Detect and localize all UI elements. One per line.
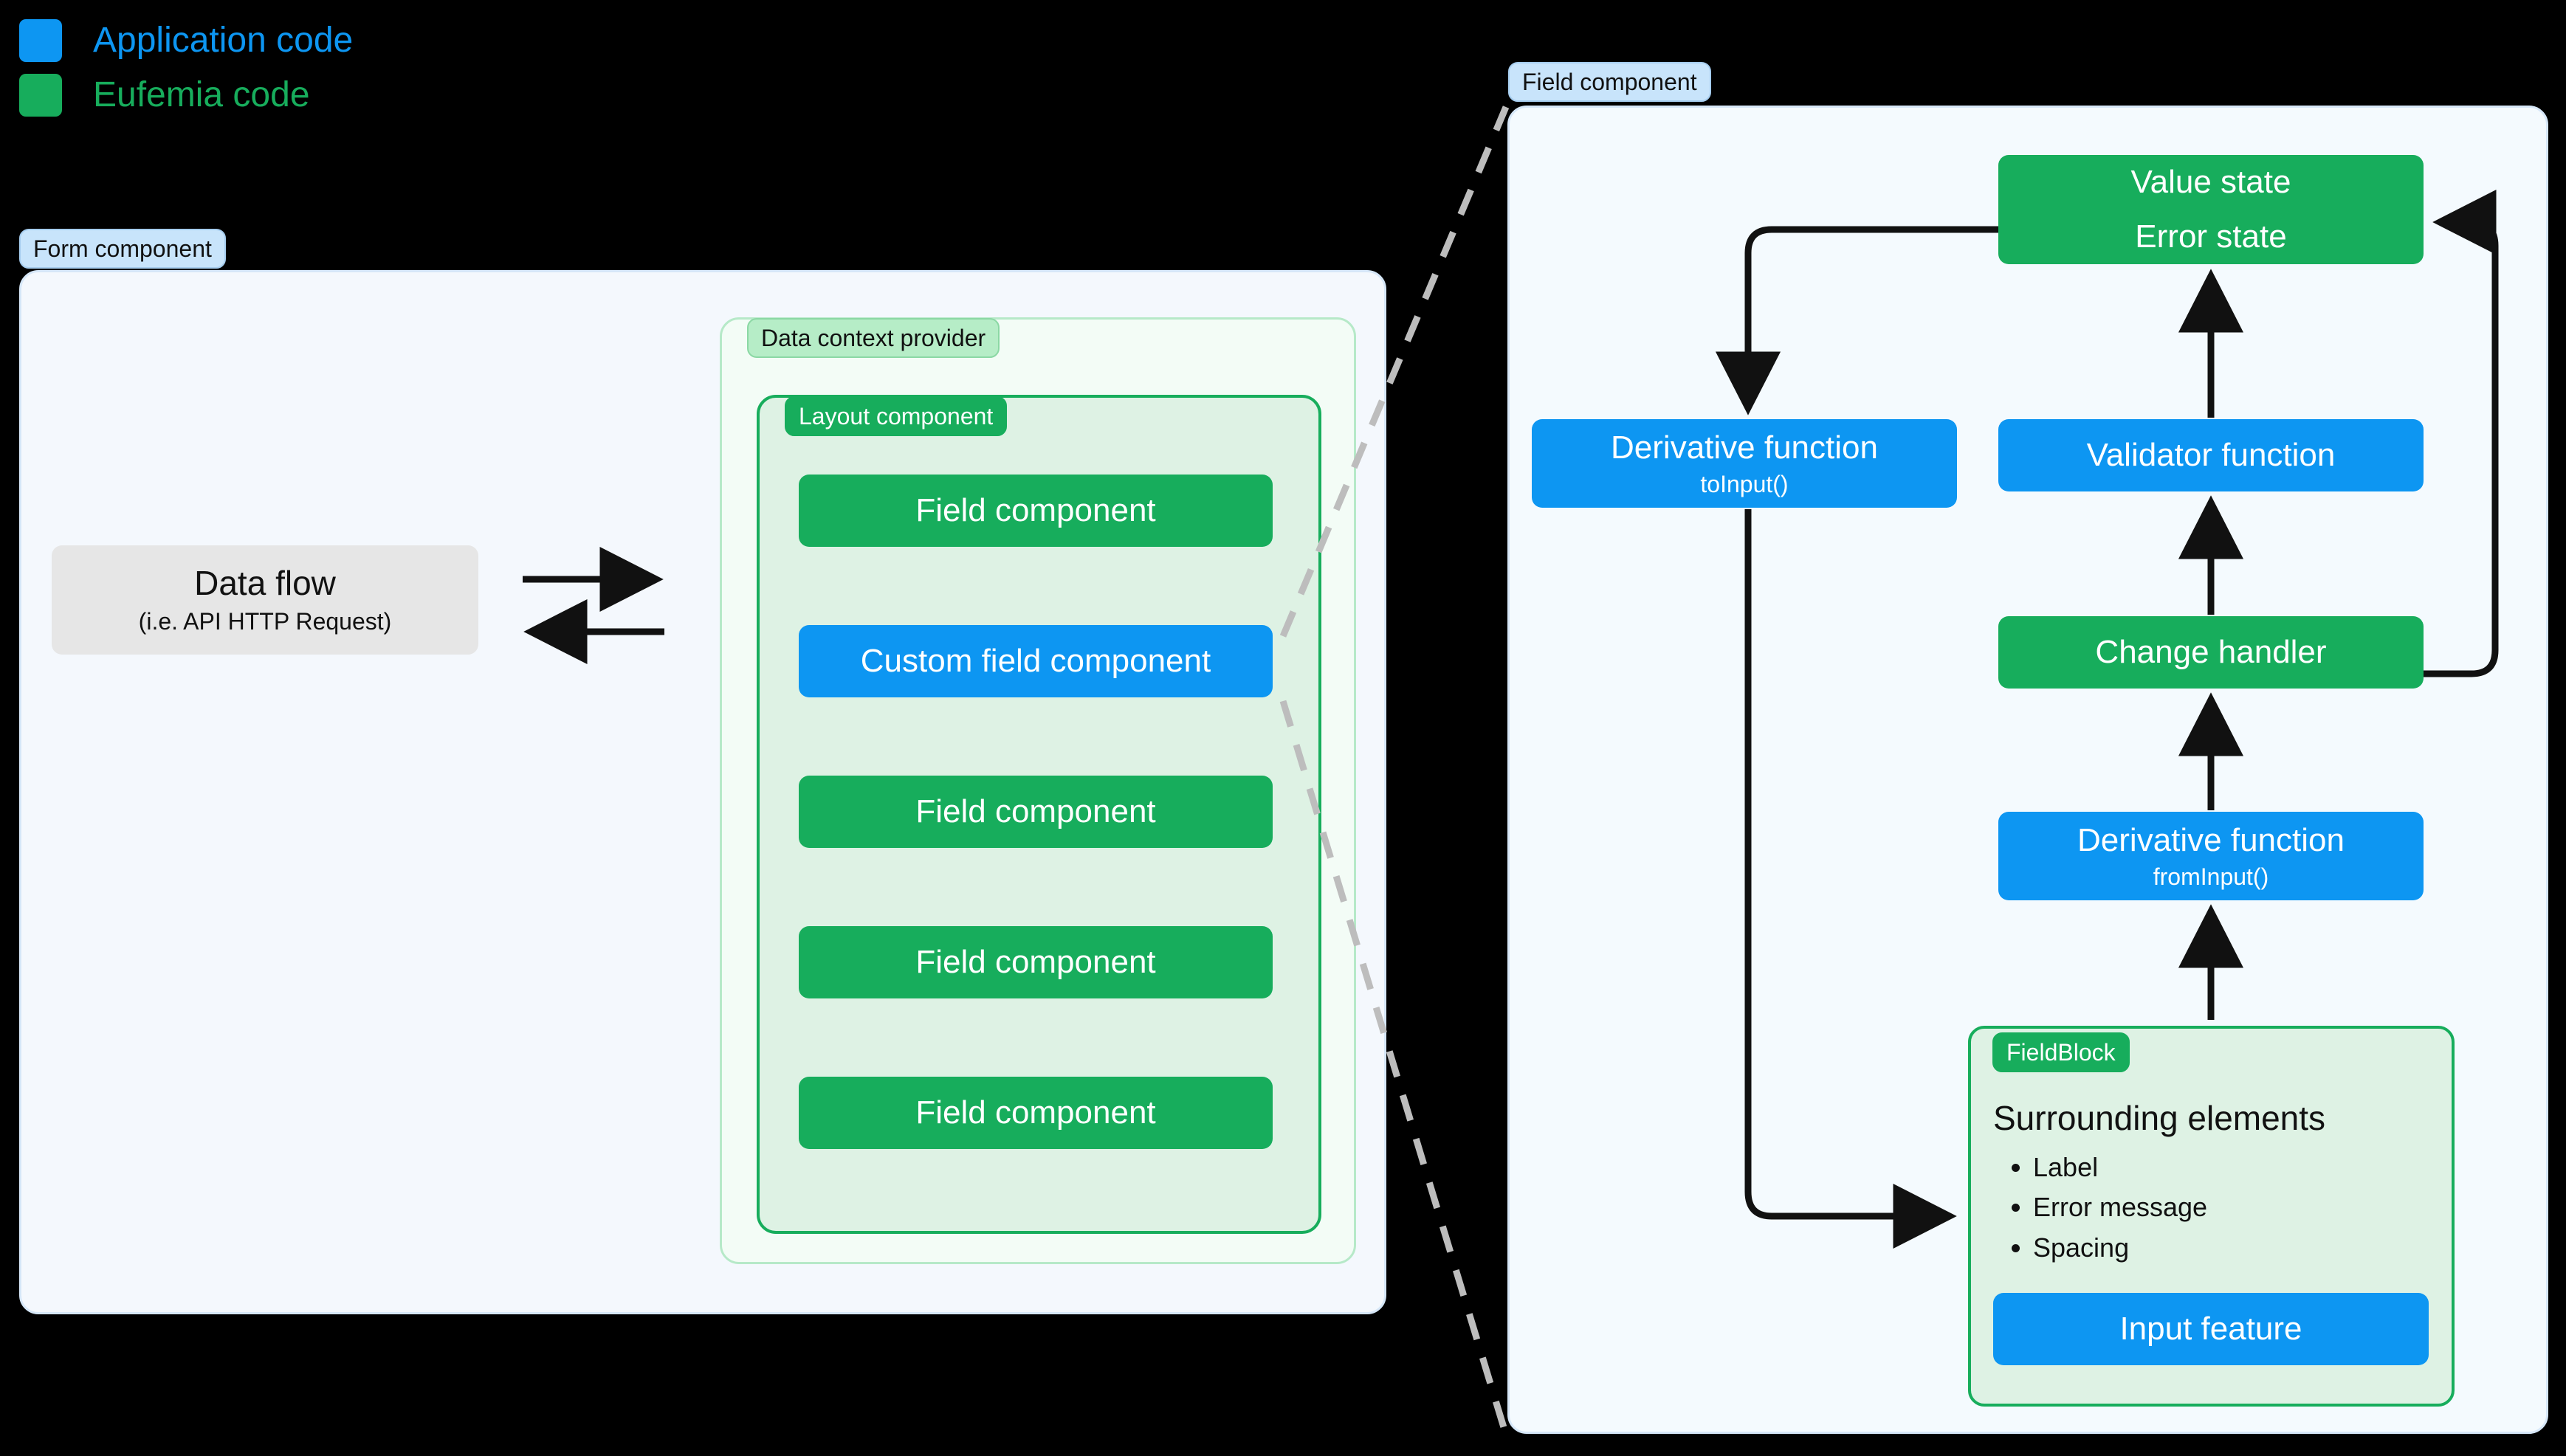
value-error-state-box: Value state Error state [1998, 155, 2424, 264]
custom-field-component-label: Custom field component [860, 643, 1211, 680]
field-component-box-2: Field component [799, 776, 1273, 848]
surrounding-elements-title: Surrounding elements [1993, 1099, 2326, 1137]
field-component-label-3: Field component [915, 944, 1156, 981]
data-context-provider-badge: Data context provider [747, 318, 1000, 358]
derivative-function-frominput-title: Derivative function [2077, 821, 2345, 858]
data-flow-subtitle: (i.e. API HTTP Request) [138, 608, 392, 635]
change-handler-label: Change handler [2095, 634, 2327, 671]
form-component-badge: Form component [19, 229, 226, 269]
value-state-label: Value state [2130, 164, 2291, 201]
field-component-label-4: Field component [915, 1094, 1156, 1131]
list-item: Error message [2033, 1187, 2436, 1228]
field-component-box-4: Field component [799, 1077, 1273, 1149]
surrounding-elements-group: Surrounding elements Label Error message… [1993, 1100, 2436, 1269]
legend-item-eufemia-code: Eufemia code [19, 68, 462, 123]
error-state-label: Error state [2135, 218, 2287, 255]
surrounding-elements-list: Label Error message Spacing [1993, 1148, 2436, 1269]
field-component-label-1: Field component [915, 492, 1156, 529]
derivative-function-toinput-box: Derivative function toInput() [1532, 419, 1957, 508]
validator-function-box: Validator function [1998, 419, 2424, 491]
application-code-swatch-icon [19, 19, 62, 62]
custom-field-component-box: Custom field component [799, 625, 1273, 697]
derivative-function-toinput-title: Derivative function [1611, 429, 1878, 466]
legend-label-eufemia-code: Eufemia code [93, 75, 310, 114]
fieldblock-badge: FieldBlock [1992, 1032, 2130, 1072]
derivative-function-frominput-sub: fromInput() [2153, 863, 2269, 890]
legend-label-application-code: Application code [93, 21, 354, 60]
layout-component-badge: Layout component [785, 396, 1008, 436]
field-component-box-1: Field component [799, 475, 1273, 547]
input-feature-box: Input feature [1993, 1293, 2429, 1365]
list-item: Spacing [2033, 1228, 2436, 1269]
input-feature-label: Input feature [2119, 1311, 2302, 1348]
derivative-function-toinput-sub: toInput() [1700, 470, 1789, 497]
field-component-label-2: Field component [915, 793, 1156, 830]
legend: Application code Eufemia code [19, 13, 462, 123]
data-flow-box: Data flow (i.e. API HTTP Request) [52, 545, 478, 655]
derivative-function-frominput-box: Derivative function fromInput() [1998, 812, 2424, 900]
data-flow-title: Data flow [194, 563, 336, 602]
eufemia-code-swatch-icon [19, 74, 62, 117]
validator-function-label: Validator function [2086, 437, 2336, 474]
field-component-panel-badge: Field component [1508, 62, 1711, 102]
field-component-box-3: Field component [799, 926, 1273, 998]
change-handler-box: Change handler [1998, 616, 2424, 689]
list-item: Label [2033, 1148, 2436, 1188]
legend-item-application-code: Application code [19, 13, 462, 68]
